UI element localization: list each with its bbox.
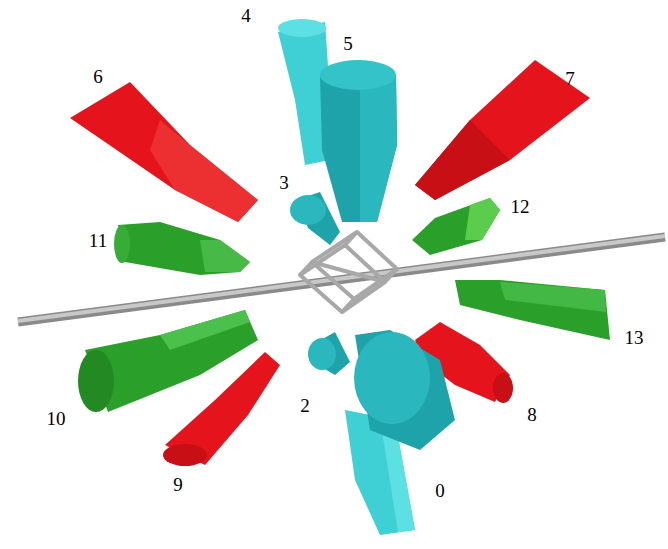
cyan-detector (320, 60, 397, 222)
callout-number: 6 (93, 67, 103, 86)
callout-number: 13 (625, 328, 644, 347)
callout-number: 2 (300, 396, 310, 415)
cyan-detector (354, 330, 455, 450)
cyan-detector (290, 192, 340, 245)
callout-number: 10 (47, 409, 66, 428)
target-frame (300, 232, 397, 312)
callout-number: 4 (241, 6, 251, 25)
red-detector (415, 60, 590, 200)
callout-number: 0 (435, 481, 445, 500)
callout-number: 8 (527, 405, 537, 424)
green-detector (455, 280, 610, 340)
red-detector (163, 352, 280, 466)
callout-number: 11 (89, 231, 107, 250)
callout-number: 7 (565, 69, 575, 88)
callout-number: 9 (173, 475, 183, 494)
callout-number: 3 (279, 173, 289, 192)
red-detector (70, 82, 258, 222)
cyan-detector (308, 332, 350, 375)
green-detector (114, 222, 250, 275)
callout-number: 12 (511, 197, 530, 216)
green-detector (412, 198, 500, 255)
callout-number: 5 (343, 34, 353, 53)
